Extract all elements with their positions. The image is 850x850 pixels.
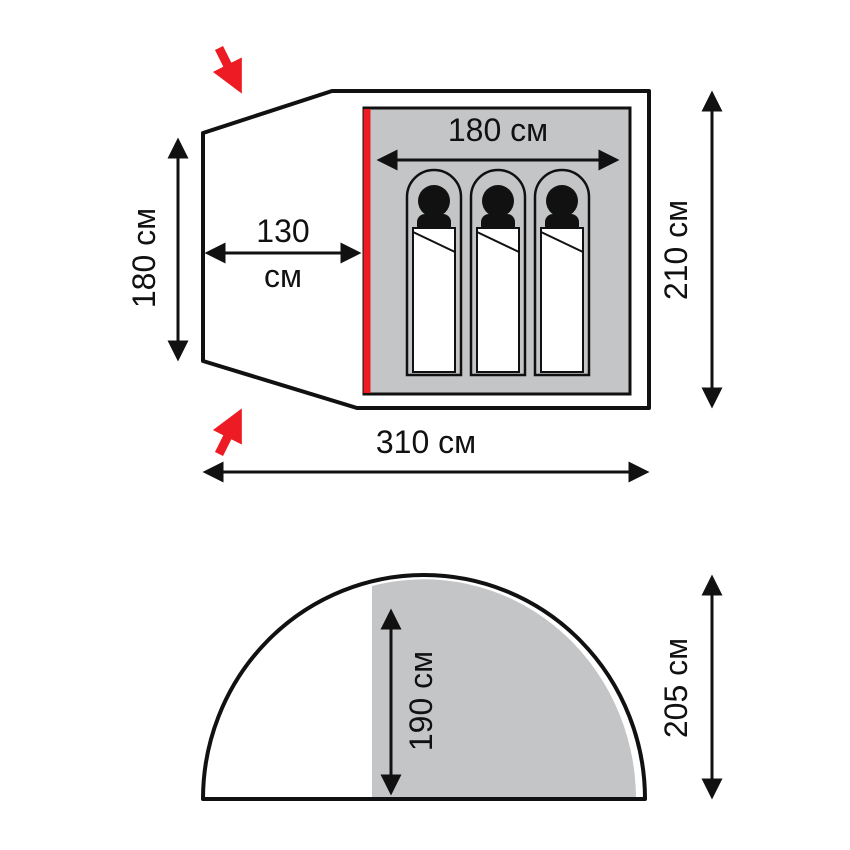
dim-inner-width: 180 см: [376, 112, 620, 171]
dim-left-height: 180 см: [126, 137, 189, 362]
dim-inner-width-label: 180 см: [448, 112, 548, 148]
dim-left-height-label: 180 см: [126, 208, 162, 308]
dim-total-height: 205 см: [658, 574, 723, 800]
dim-vestibule-depth-unit: см: [264, 258, 302, 294]
side-view: 190 см 205 см: [201, 573, 723, 801]
dim-side-height: 210 см: [658, 90, 723, 409]
dim-total-length: 310 см: [202, 424, 650, 483]
dim-total-height-label: 205 см: [658, 638, 694, 738]
dim-vestibule-depth: 130 см: [204, 213, 362, 294]
entrance-arrow-bottom: [212, 408, 242, 457]
dome-inner-area: [372, 579, 636, 799]
dim-side-height-label: 210 см: [658, 200, 694, 300]
dim-total-length-label: 310 см: [376, 424, 476, 460]
dim-vestibule-depth-value: 130: [256, 213, 309, 249]
entrance-arrow-top: [212, 45, 242, 94]
dim-inner-height: 190 см: [380, 608, 439, 796]
top-view: 180 см 180 см 130 см 210 см 310 см: [126, 45, 723, 483]
dim-inner-height-label: 190 см: [403, 651, 439, 751]
dome-outline: [201, 573, 647, 801]
